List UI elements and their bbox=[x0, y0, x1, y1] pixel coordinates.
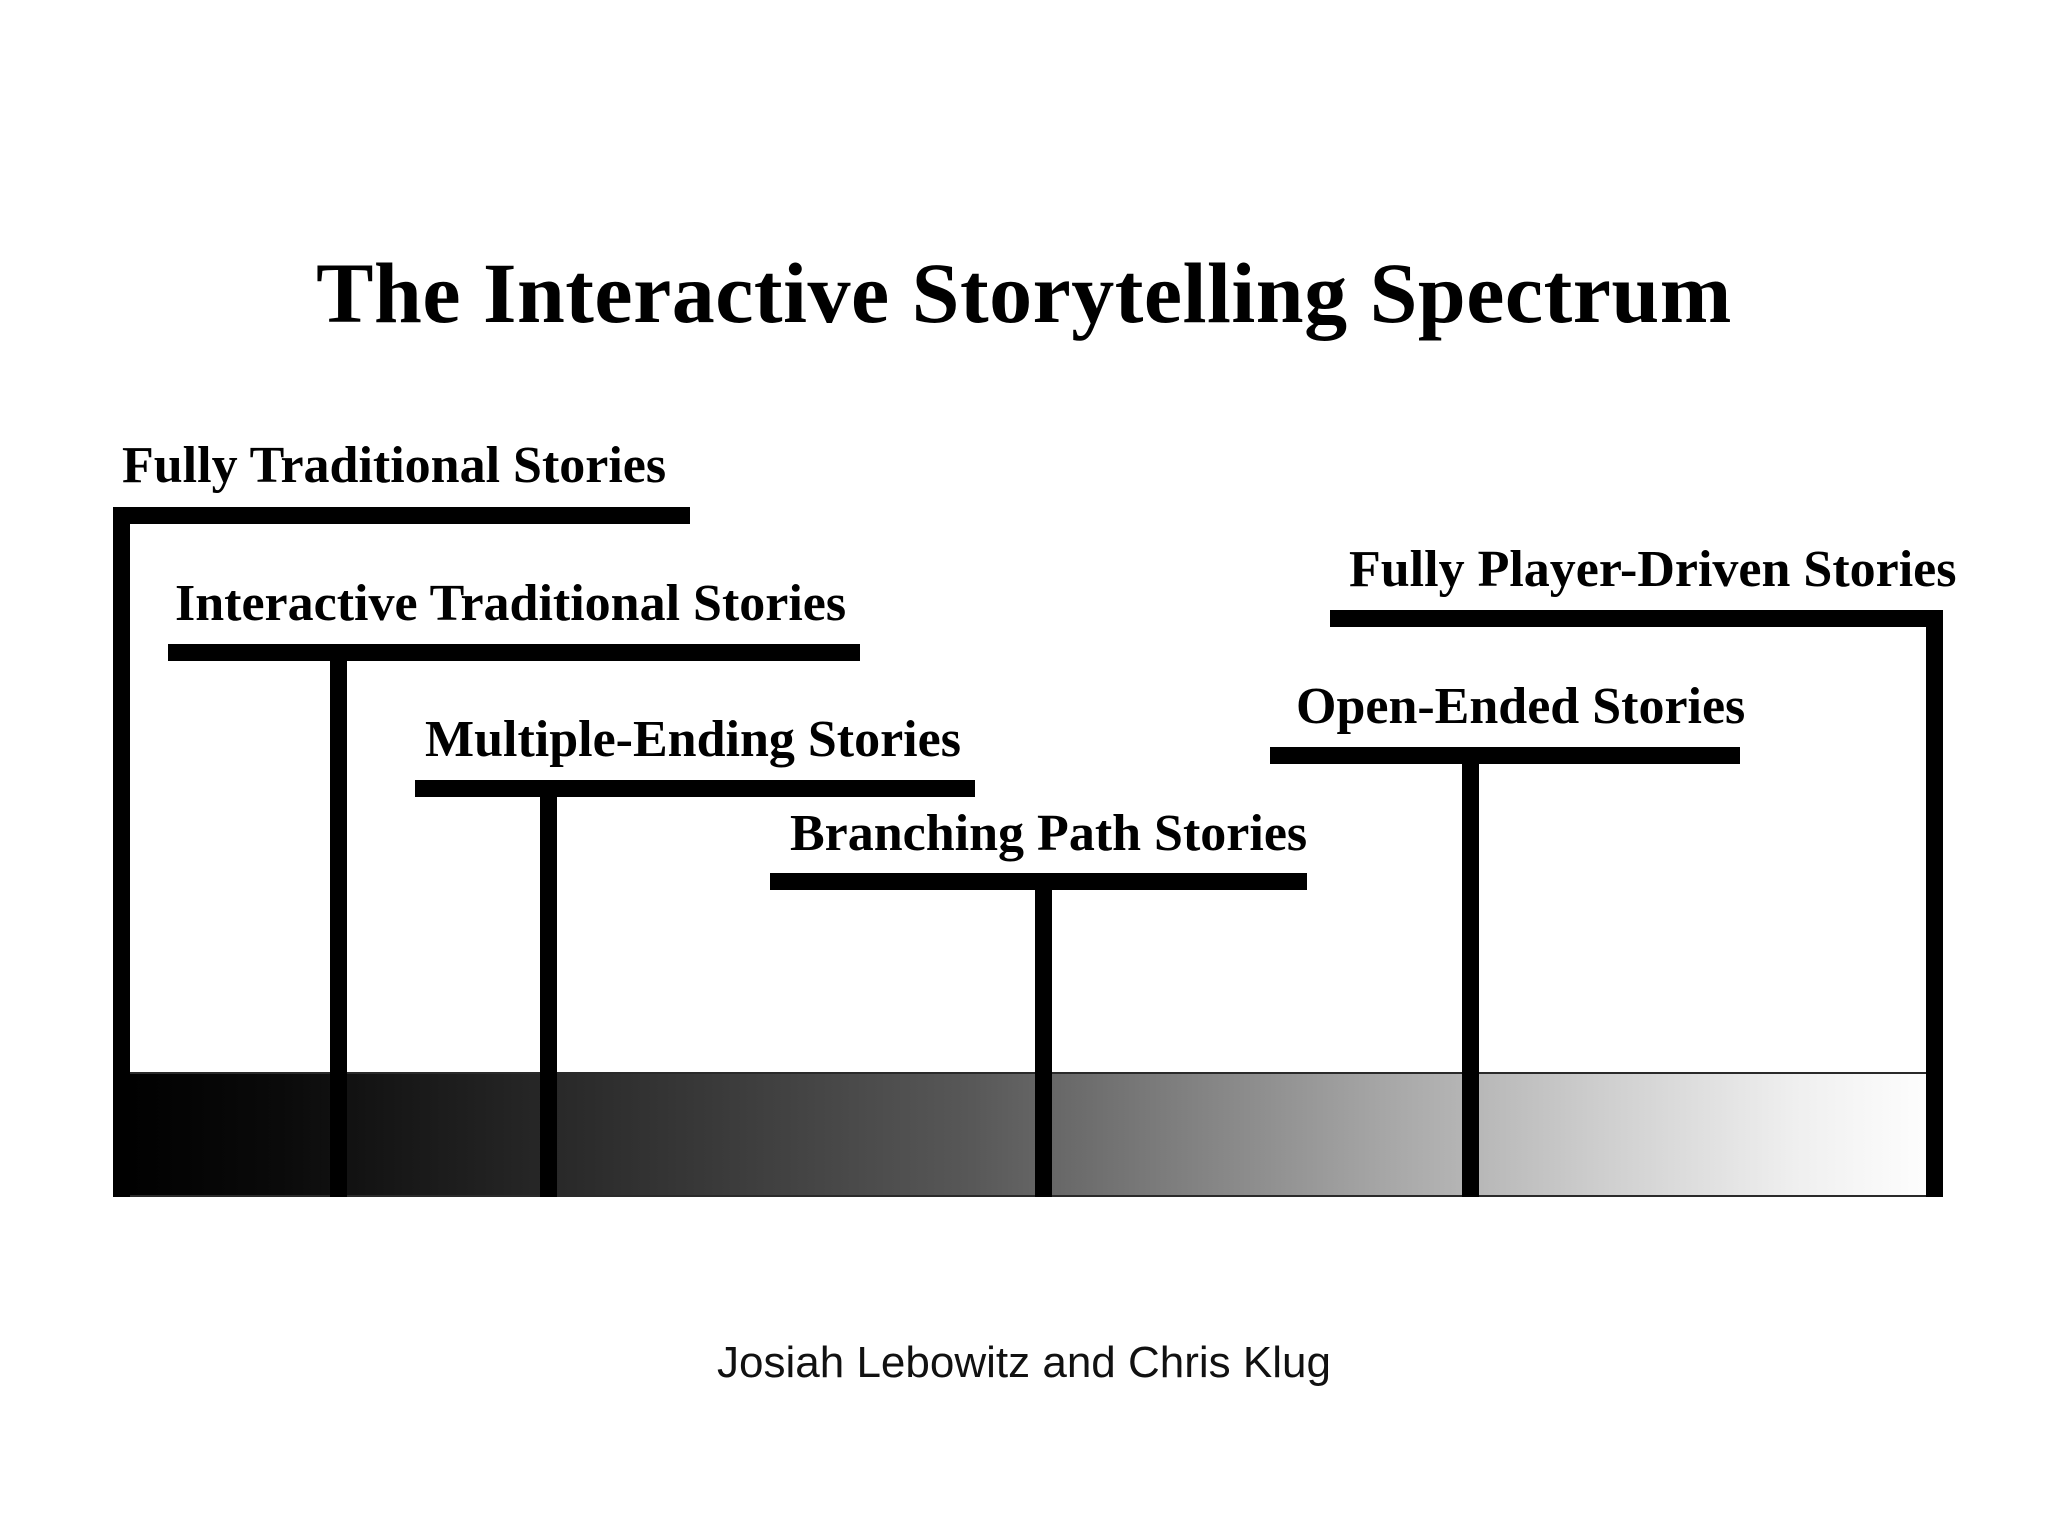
tier-label-multiple-ending-stories: Multiple-Ending Stories bbox=[425, 711, 961, 768]
tier-stem-open-ended-stories bbox=[1462, 747, 1479, 1197]
tier-bar-fully-traditional-stories bbox=[113, 507, 690, 524]
tier-stem-interactive-traditional-stories bbox=[330, 644, 347, 1197]
tier-stem-multiple-ending-stories bbox=[540, 780, 557, 1197]
tier-label-fully-traditional-stories: Fully Traditional Stories bbox=[122, 437, 667, 494]
tier-label-fully-player-driven-stories: Fully Player-Driven Stories bbox=[1349, 541, 1957, 598]
tier-label-open-ended-stories: Open-Ended Stories bbox=[1296, 678, 1746, 735]
tier-stem-fully-player-driven-stories bbox=[1926, 610, 1943, 1197]
tier-bar-interactive-traditional-stories bbox=[168, 644, 860, 661]
page-title: The Interactive Storytelling Spectrum bbox=[316, 245, 1732, 341]
tier-bar-multiple-ending-stories bbox=[415, 780, 975, 797]
tier-stem-fully-traditional-stories bbox=[113, 507, 130, 1197]
tier-bar-fully-player-driven-stories bbox=[1330, 610, 1943, 627]
tier-label-interactive-traditional-stories: Interactive Traditional Stories bbox=[175, 575, 847, 632]
byline-credit: Josiah Lebowitz and Chris Klug bbox=[717, 1338, 1331, 1387]
tier-bar-open-ended-stories bbox=[1270, 747, 1740, 764]
spectrum-gradient-band bbox=[113, 1072, 1943, 1197]
tier-stem-branching-path-stories bbox=[1035, 873, 1052, 1197]
tier-label-branching-path-stories: Branching Path Stories bbox=[790, 805, 1308, 862]
